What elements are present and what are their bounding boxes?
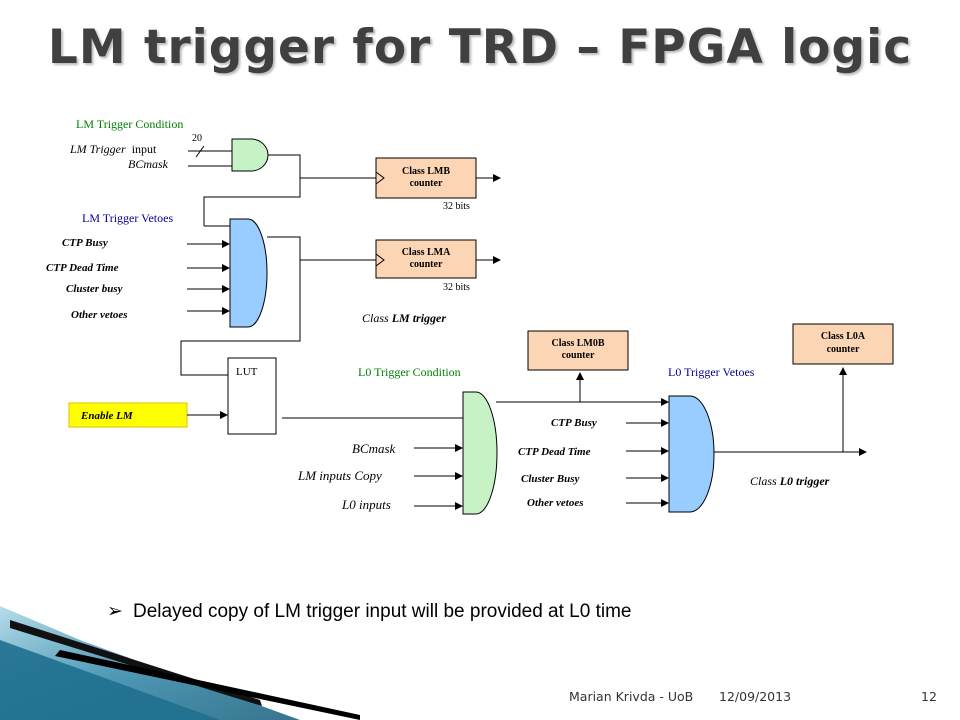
lut-box	[227, 357, 277, 435]
l0-input-lm-copy: LM inputs Copy	[297, 468, 382, 483]
lmb-bits-label: 32 bits	[443, 201, 470, 212]
class-lm0b-line1: Class LM0B	[551, 338, 604, 349]
class-lmb-counter	[375, 157, 477, 199]
class-l0a-line2: counter	[827, 344, 860, 355]
class-l0-trigger-plain: Class	[750, 474, 780, 488]
lma-clock-marker	[375, 253, 385, 267]
l0-veto-cluster-busy: Cluster Busy	[521, 473, 579, 485]
class-lm-trigger-label: Class LM trigger	[362, 311, 446, 325]
enable-lm-label: Enable LM	[80, 410, 134, 422]
class-lma-line2: counter	[410, 259, 443, 270]
class-l0a-line1: Class L0A	[821, 331, 866, 342]
class-l0a-counter	[792, 323, 894, 365]
lm-vetoes-output-wire	[180, 236, 301, 376]
lm-trigger-input-italic: LM Trigger	[69, 142, 126, 156]
class-lm-trigger-plain: Class	[362, 311, 392, 325]
l0-input-bcmask: BCmask	[352, 441, 396, 456]
lmb-clock-marker	[375, 171, 385, 185]
l0-veto-ctp-busy: CTP Busy	[551, 417, 597, 429]
class-lm0b-line2: counter	[562, 350, 595, 361]
class-lmb-line1: Class LMB	[402, 166, 450, 177]
lm-condition-output-wire	[203, 154, 301, 212]
footer-date: 12/09/2013	[719, 689, 792, 704]
lm-bus-slash	[195, 145, 205, 158]
l0-veto-ctp-dead-time: CTP Dead Time	[518, 446, 591, 458]
footer-page-number: 12	[921, 689, 937, 704]
decorative-stripes	[0, 606, 360, 720]
lm-condition-and-gate	[231, 138, 269, 172]
class-lm-trigger-italic: LM trigger	[391, 311, 447, 325]
lm-condition-heading: LM Trigger Condition	[76, 117, 183, 131]
lm-trigger-input-plain: input	[132, 142, 157, 156]
l0-condition-heading: L0 Trigger Condition	[358, 365, 461, 379]
lm-trigger-input-label: LM Trigger input	[69, 142, 157, 156]
lma-bits-label: 32 bits	[443, 282, 470, 293]
lm-vetoes-and-gate	[229, 218, 268, 328]
l0-vetoes-and-gate	[668, 395, 715, 513]
lut-label: LUT	[236, 366, 258, 378]
l0-condition-and-gate	[462, 391, 498, 515]
lm-veto-ctp-dead-time: CTP Dead Time	[46, 262, 119, 274]
class-lma-counter	[375, 239, 477, 279]
l0-veto-other-vetoes: Other vetoes	[527, 497, 584, 509]
lm-veto-ctp-busy: CTP Busy	[62, 237, 108, 249]
slide-title: LM trigger for TRD – FPGA logic	[47, 20, 913, 75]
footer-author: Marian Krivda - UoB	[569, 689, 694, 704]
bullet-arrow-icon: ➢	[107, 601, 123, 622]
bullet-point: ➢ Delayed copy of LM trigger input will b…	[107, 600, 631, 623]
bullet-text: Delayed copy of LM trigger input will be…	[133, 601, 632, 622]
class-lma-line1: Class LMA	[402, 247, 451, 258]
class-lm0b-counter	[527, 330, 629, 371]
class-l0-trigger-label: Class L0 trigger	[750, 474, 830, 488]
class-lmb-line2: counter	[410, 178, 443, 189]
class-l0-trigger-italic: L0 trigger	[779, 474, 830, 488]
lm-vetoes-heading: LM Trigger Vetoes	[82, 211, 173, 225]
lm-veto-cluster-busy: Cluster busy	[66, 283, 123, 295]
enable-lm-box	[68, 402, 188, 428]
bus-width-label: 20	[192, 133, 202, 144]
l0-vetoes-heading: L0 Trigger Vetoes	[668, 365, 755, 379]
l0-input-l0-inputs: L0 inputs	[341, 497, 391, 512]
lm-veto-other-vetoes: Other vetoes	[71, 309, 128, 321]
lm-bcmask-label: BCmask	[128, 157, 169, 171]
